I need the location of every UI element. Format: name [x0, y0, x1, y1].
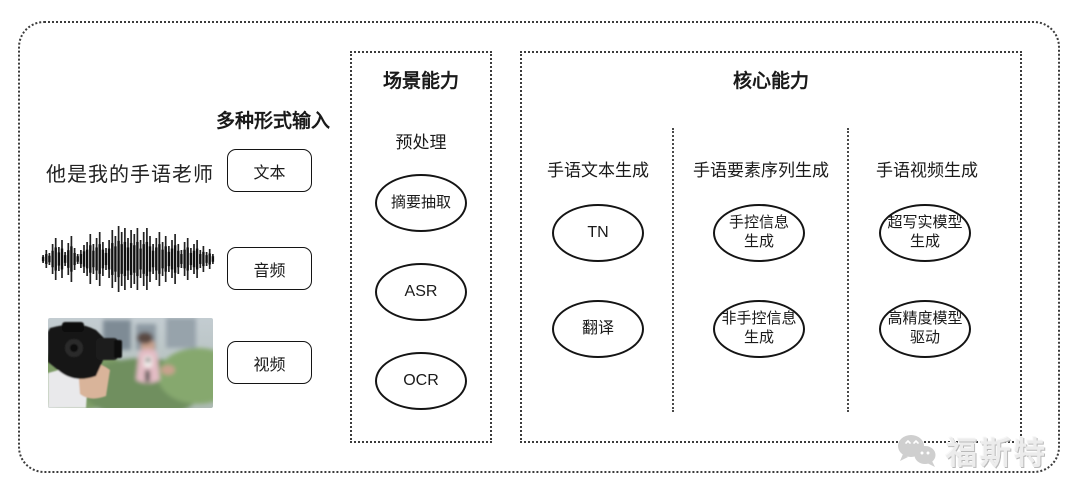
- input-box-audio-label: 音频: [253, 262, 286, 280]
- video-thumbnail-image: [48, 318, 213, 408]
- node-translation: 翻译: [552, 300, 644, 358]
- outer-frame: [18, 21, 1060, 473]
- preprocess-label: 预处理: [395, 133, 447, 152]
- video-thumbnail: [48, 318, 213, 408]
- watermark: 福斯特: [894, 428, 1048, 473]
- wechat-icon: [898, 434, 936, 467]
- node-manual-info-generation: 手控信息 生成: [713, 204, 805, 262]
- node-asr-label: ASR: [404, 283, 438, 300]
- example-sentence: 他是我的手语老师: [46, 164, 214, 186]
- node-ocr: OCR: [375, 352, 467, 410]
- core-capability-box: [520, 51, 1022, 443]
- node-summary-extraction: 摘要抽取: [375, 174, 467, 232]
- node-summary-extraction-label: 摘要抽取: [390, 193, 451, 211]
- input-box-video: 视频: [227, 341, 312, 384]
- column-header-sign-element-sequence-generation: 手语要素序列生成: [693, 161, 829, 180]
- node-non-manual-info-generation: 非手控信息 生成: [713, 300, 805, 358]
- node-tn-label: TN: [587, 224, 609, 241]
- inputs-section-title: 多种形式输入: [215, 111, 331, 132]
- scene-capability-box: [350, 51, 492, 443]
- input-box-text: 文本: [227, 149, 312, 192]
- node-translation-label: 翻译: [581, 320, 614, 337]
- input-box-audio: 音频: [227, 247, 312, 290]
- column-header-sign-text-generation: 手语文本生成: [547, 161, 649, 180]
- core-column-divider-2: [847, 128, 849, 412]
- core-capability-title: 核心能力: [732, 71, 810, 92]
- node-manual-info-generation-label: 手控信息 生成: [728, 214, 789, 250]
- waveform-icon: [41, 226, 215, 292]
- scene-capability-title: 场景能力: [382, 71, 460, 92]
- column-header-sign-video-generation: 手语视频生成: [876, 161, 978, 180]
- node-hyperrealistic-model-generation: 超写实模型 生成: [879, 204, 971, 262]
- node-tn: TN: [552, 204, 644, 262]
- core-column-divider-1: [672, 128, 674, 412]
- node-non-manual-info-generation-label: 非手控信息 生成: [721, 310, 797, 346]
- node-ocr-label: OCR: [403, 372, 439, 389]
- watermark-label: 福斯特: [946, 436, 1048, 471]
- input-box-text-label: 文本: [253, 164, 286, 182]
- node-hyperrealistic-model-generation-label: 超写实模型 生成: [887, 214, 963, 250]
- node-high-precision-model-driving: 高精度模型 驱动: [879, 300, 971, 358]
- node-asr: ASR: [375, 263, 467, 321]
- audio-waveform: [40, 226, 216, 292]
- input-box-video-label: 视频: [253, 356, 286, 374]
- node-high-precision-model-driving-label: 高精度模型 驱动: [887, 310, 963, 346]
